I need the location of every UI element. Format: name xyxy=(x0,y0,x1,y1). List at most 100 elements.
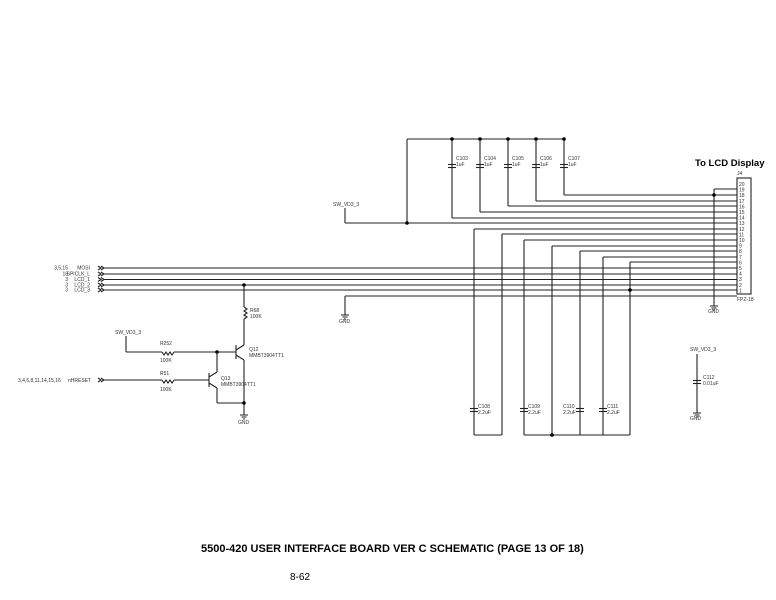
net-sw-vd3: SW_VD3_3 xyxy=(690,347,716,353)
pin-label: 14 xyxy=(739,216,745,222)
offpage-connector-icon xyxy=(97,287,105,293)
net-sw-vd3: SW_VD3_3 xyxy=(333,202,359,208)
pin-label: 3 xyxy=(739,277,742,283)
cap-ref: C110 xyxy=(563,404,575,410)
cap-value: 1uF xyxy=(568,162,577,168)
net-sw-vd3: SW_VD3_3 xyxy=(115,330,141,336)
junction-dot xyxy=(550,433,554,437)
wires xyxy=(97,137,752,437)
signal-pages: 3 xyxy=(65,288,68,294)
labels: To LCD Display J4 FPZ-18 SW_VD3_3 GND GN… xyxy=(18,156,765,583)
pin-label: 9 xyxy=(739,244,742,250)
pin-label: 16 xyxy=(739,204,745,210)
c112-ref: C112 xyxy=(703,375,715,381)
pin-label: 6 xyxy=(739,260,742,266)
q12-part: MMBT3904TT1 xyxy=(249,353,284,359)
ground-icon xyxy=(710,305,718,311)
connector-ref: J4 xyxy=(737,171,743,177)
junction-dot xyxy=(405,221,409,225)
cap-value: 2.2uF xyxy=(563,410,576,416)
pin-label: 15 xyxy=(739,210,745,216)
transistor-q12-icon xyxy=(235,354,245,361)
ground-icon xyxy=(240,414,248,420)
signal-name: SPICLK_L xyxy=(67,272,91,278)
net-gnd: GND xyxy=(708,309,720,315)
offpage-connector-icon xyxy=(97,277,105,282)
cap-ref: C106 xyxy=(540,156,552,162)
r68-ref: R68 xyxy=(250,308,259,314)
offpage-connector-icon xyxy=(97,377,105,383)
pin-label: 8 xyxy=(739,249,742,255)
pin-label: 19 xyxy=(739,188,745,194)
pin-label: 11 xyxy=(739,232,744,238)
cap-ref: C104 xyxy=(484,156,496,162)
junction-dot xyxy=(478,137,482,141)
cap-value: 1uF xyxy=(484,162,493,168)
offpage-connector-icon xyxy=(97,265,105,271)
cap-ref: C105 xyxy=(512,156,524,162)
pin-label: 10 xyxy=(739,238,745,244)
q12-ref: Q12 xyxy=(249,347,259,353)
signal-pages: 3 xyxy=(65,283,68,289)
pin-label: 4 xyxy=(739,272,742,278)
cap-value: 1uF xyxy=(540,162,549,168)
connector-heading: To LCD Display xyxy=(695,158,765,169)
pin-label: 2 xyxy=(739,283,742,289)
ground-icon xyxy=(693,412,701,418)
pin-label: 12 xyxy=(739,227,745,233)
r51-ref: R51 xyxy=(160,371,169,377)
junction-dot xyxy=(562,137,566,141)
page-number: 8-62 xyxy=(290,572,310,583)
offpage-connector-icon xyxy=(97,271,105,277)
r68-value: 100K xyxy=(250,314,262,320)
signal-name: MOSI xyxy=(77,266,90,272)
cap-ref: C107 xyxy=(568,156,580,162)
signal-pages: 3 xyxy=(65,277,68,283)
signal-name: LCD_2 xyxy=(74,283,90,289)
cap-ref: C109 xyxy=(528,404,540,410)
transistor-q13-icon xyxy=(208,371,218,378)
cap-value: 1uF xyxy=(512,162,521,168)
junction-dot xyxy=(242,401,246,405)
cap-ref: C103 xyxy=(456,156,468,162)
ground-icon xyxy=(341,314,349,320)
junction-dot xyxy=(628,288,632,292)
pin-label: 13 xyxy=(739,221,745,227)
junction-dot xyxy=(506,137,510,141)
connector-part: FPZ-18 xyxy=(737,297,754,303)
cap-value: 2.2uF xyxy=(607,410,620,416)
cap-ref: C111 xyxy=(607,404,618,410)
transistor-q12-icon xyxy=(235,344,245,351)
pin-label: 1 xyxy=(739,288,742,294)
net-gnd: GND xyxy=(690,416,702,422)
cap-value: 2.2uF xyxy=(478,410,491,416)
cap-value: 2.2uF xyxy=(528,410,541,416)
resistor-r51 xyxy=(161,379,175,384)
c112-value: 0.01uF xyxy=(703,381,719,387)
r252-ref: R252 xyxy=(160,341,172,347)
offpage-connector-icon xyxy=(97,282,105,288)
cap-value: 1uF xyxy=(456,162,465,168)
resistor-r68 xyxy=(243,306,248,320)
junction-dot xyxy=(450,137,454,141)
signal-pages: 18 xyxy=(62,272,68,278)
r252-value: 100K xyxy=(160,358,172,364)
pin-label: 17 xyxy=(739,199,745,205)
q13-ref: Q13 xyxy=(221,376,231,382)
reset-name: nHRESET xyxy=(68,378,91,384)
r51-value: 100K xyxy=(160,387,172,393)
transistor-q13-icon xyxy=(208,382,218,389)
net-gnd: GND xyxy=(238,420,250,426)
pin-label: 5 xyxy=(739,266,742,272)
reset-pages: 3,4,6,8,11,14,15,16 xyxy=(18,378,61,384)
pin-label: 20 xyxy=(739,182,745,188)
junction-dot xyxy=(534,137,538,141)
signal-pages: 3,5,15 xyxy=(54,266,68,272)
connector-j4 xyxy=(736,177,752,295)
signal-name: LCD_1 xyxy=(74,277,90,283)
pin-label: 18 xyxy=(739,193,745,199)
schematic-title: 5500-420 USER INTERFACE BOARD VER C SCHE… xyxy=(201,543,584,555)
resistor-r252 xyxy=(161,351,175,356)
